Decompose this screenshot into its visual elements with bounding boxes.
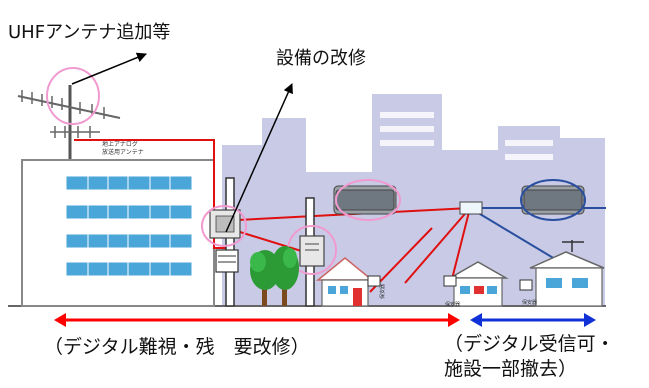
antenna-name-line1: 地上アナログ xyxy=(102,140,138,148)
background-skyline xyxy=(222,94,605,305)
repair-callout-arrow xyxy=(225,83,293,233)
antenna-name-line2: 放送用アンテナ xyxy=(102,148,144,156)
tap-highlight-circle xyxy=(335,179,401,221)
house-left-tag: 保安器 xyxy=(379,284,386,299)
house-middle-tag: 保安器 xyxy=(445,301,460,308)
blue-span-arrow xyxy=(470,313,596,327)
caption-receivable-line1: （デジタル受信可・ xyxy=(444,333,615,355)
antenna-highlight-circle xyxy=(46,67,100,125)
antenna-callout-arrow xyxy=(71,52,147,85)
antenna-upgrade-label: UHFアンテナ追加等 xyxy=(8,22,171,43)
caption-receivable-line2: 施設一部撤去） xyxy=(444,358,578,380)
amplifier-highlight-circle xyxy=(201,205,247,247)
house-middle xyxy=(443,261,509,307)
caption-difficult-reception: （デジタル難視・残 要改修） xyxy=(44,336,310,358)
red-span-arrow xyxy=(54,313,460,327)
caption-receivable: （デジタル受信可・ 施設一部撤去） xyxy=(444,332,615,382)
skyline-windows xyxy=(380,112,553,160)
utility-pole-1 xyxy=(215,177,239,307)
analog-antenna xyxy=(17,85,121,165)
house-right-tag: 保安器 xyxy=(522,299,537,306)
house-right xyxy=(519,240,605,307)
trees xyxy=(250,246,299,306)
apartment-building xyxy=(21,159,215,307)
amplifier-box xyxy=(209,209,241,239)
equipment-repair-label: 設備の改修 xyxy=(276,48,366,69)
utility-pole-2 xyxy=(299,197,325,307)
house-left xyxy=(315,257,381,307)
right-tap-highlight-circle xyxy=(520,179,586,221)
